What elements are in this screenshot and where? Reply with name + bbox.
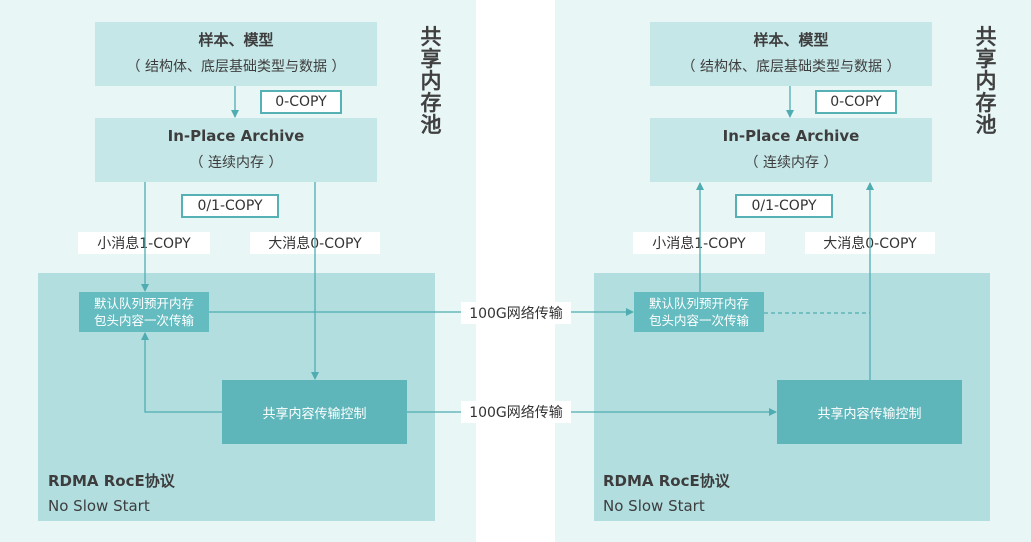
right-archive-subtitle: （ 连续内存 ） <box>744 155 838 171</box>
right-small-message-label: 小消息1-COPY <box>633 232 765 254</box>
left-pool-title: 共享内存池 <box>420 25 442 137</box>
network-label-top: 100G网络传输 <box>461 302 571 324</box>
right-archive-title: In-Place Archive <box>722 127 860 145</box>
left-archive-subtitle: （ 连续内存 ） <box>189 155 283 171</box>
left-zero-copy-tag: 0-COPY <box>260 90 342 114</box>
right-archive-box: In-Place Archive （ 连续内存 ） <box>650 118 932 182</box>
right-sample-title: 样本、模型 <box>753 31 829 49</box>
left-sample-model-box: 样本、模型 （ 结构体、底层基础类型与数据 ） <box>95 22 377 86</box>
right-transfer-control-box: 共享内容传输控制 <box>777 380 962 444</box>
left-archive-box: In-Place Archive （ 连续内存 ） <box>95 118 377 182</box>
right-zero-copy-tag: 0-COPY <box>815 90 897 114</box>
left-archive-title: In-Place Archive <box>167 127 305 145</box>
right-queue-line1: 默认队列预开内存 <box>648 296 749 311</box>
network-label-bottom: 100G网络传输 <box>461 401 571 423</box>
left-queue-line1: 默认队列预开内存 <box>93 296 194 311</box>
right-zero-one-copy-tag: 0/1-COPY <box>735 194 833 218</box>
left-control-to-queue-arrow <box>141 332 222 413</box>
left-queue-line2: 包头内容一次传输 <box>93 313 194 328</box>
left-transfer-control-box: 共享内容传输控制 <box>222 380 407 444</box>
left-sample-subtitle: （ 结构体、底层基础类型与数据 ） <box>126 59 346 75</box>
left-sample-title: 样本、模型 <box>198 31 274 49</box>
right-slow-start-label: No Slow Start <box>603 497 705 515</box>
right-queue-box: 默认队列预开内存 包头内容一次传输 <box>634 292 764 332</box>
right-pool-title: 共享内存池 <box>975 25 997 137</box>
right-queue-line2: 包头内容一次传输 <box>648 313 749 328</box>
left-slow-start-label: No Slow Start <box>48 497 150 515</box>
right-rdma-label: RDMA RocE协议 <box>603 472 730 490</box>
right-sample-subtitle: （ 结构体、底层基础类型与数据 ） <box>681 59 901 75</box>
left-small-message-label: 小消息1-COPY <box>78 232 210 254</box>
left-queue-box: 默认队列预开内存 包头内容一次传输 <box>79 292 209 332</box>
left-zero-one-copy-tag: 0/1-COPY <box>181 194 279 218</box>
left-rdma-label: RDMA RocE协议 <box>48 472 175 490</box>
right-sample-model-box: 样本、模型 （ 结构体、底层基础类型与数据 ） <box>650 22 932 86</box>
